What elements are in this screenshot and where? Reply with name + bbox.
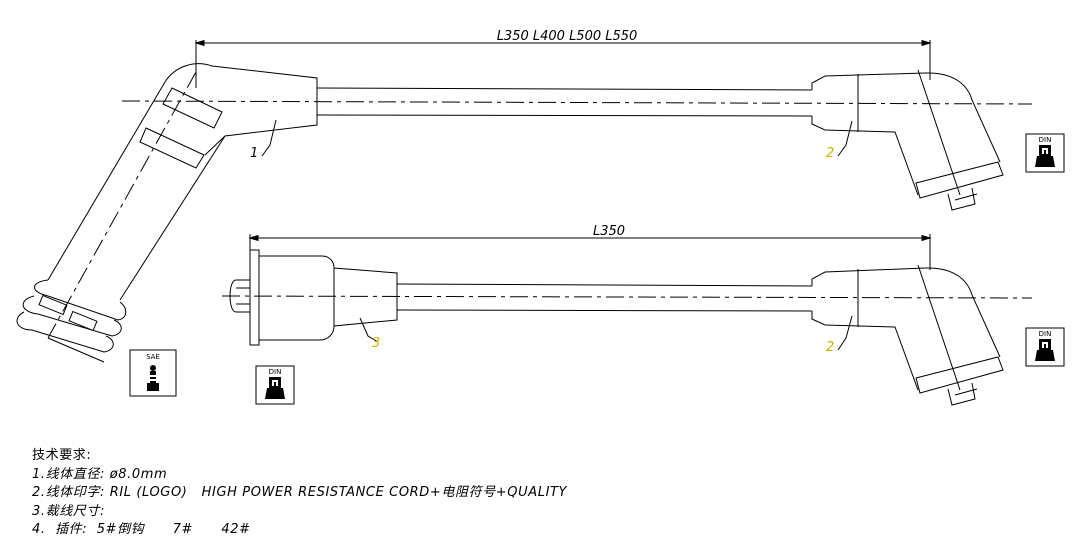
callout-leader-1 [261, 119, 277, 157]
note-line-2: 2.线体印字: RIL (LOGO) HIGH POWER RESISTANCE… [32, 485, 568, 500]
notes-title: 技术要求: [32, 448, 92, 463]
top-left-boot-outline [119, 63, 318, 301]
top-right-din-terminal-detail [954, 193, 978, 201]
bottom-dim-arrow-right [921, 234, 932, 242]
sae-badge: SAE [129, 349, 177, 397]
callout-leader-2-top [837, 120, 853, 157]
bottom-centerline [221, 295, 1033, 299]
callout-2-bottom: 2 [826, 340, 834, 355]
note-line-4: 4. 插件: 5#倒钩 7# 42# [32, 522, 251, 537]
din-badge-bottom-right: DIN [1025, 327, 1065, 367]
bottom-right-din-terminal [947, 382, 976, 406]
callout-1: 1 [250, 146, 258, 161]
sae-ring-1 [34, 279, 127, 321]
bottom-right-din-terminal-detail [954, 388, 978, 396]
sae-ring-2 [22, 295, 122, 337]
callout-leader-2-bottom [837, 315, 853, 351]
top-left-boot-band-1 [162, 87, 223, 129]
top-length-dimension: L350 L400 L500 L550 [497, 29, 638, 44]
top-centerline [121, 100, 1033, 105]
callout-3: 3 [372, 336, 380, 351]
top-dim-arrow-right [921, 39, 932, 47]
din-badge-bottom-left: DIN [255, 365, 295, 405]
din-badge-label: DIN [269, 368, 282, 376]
sae-ring-3 [16, 311, 114, 353]
top-right-boot-lower [811, 116, 919, 196]
top-right-boot-outline [811, 72, 1001, 163]
bottom-left-boot-outline [259, 255, 398, 341]
top-dim-arrow-left [194, 39, 205, 47]
top-right-din-collar [915, 161, 1004, 199]
din-badge-top-right: DIN [1025, 133, 1065, 173]
din-badge-label: DIN [1039, 330, 1052, 338]
bottom-right-boot-lower [811, 311, 919, 391]
bottom-left-flange [249, 249, 260, 346]
sae-ring-base [47, 337, 105, 363]
top-cable-assembly [16, 39, 1033, 363]
bottom-cable-edge-lower [396, 309, 813, 312]
bottom-right-din-collar [915, 356, 1004, 394]
sae-badge-label: SAE [146, 353, 160, 361]
top-cable-edge-upper [316, 87, 813, 91]
top-left-boot-band-2 [139, 127, 205, 169]
note-line-3: 3.裁线尺寸: [32, 503, 105, 519]
top-left-boot-edge [47, 81, 166, 281]
din-badge-label: DIN [1039, 136, 1052, 144]
bottom-dim-arrow-left [248, 234, 259, 242]
top-left-boot-inner [204, 135, 226, 156]
callout-leader-3 [359, 317, 379, 343]
bottom-cable-edge-upper [396, 283, 813, 287]
top-left-boot-centerline [47, 71, 197, 339]
bottom-cable-assembly [221, 234, 1033, 406]
top-right-boot-axis [917, 69, 961, 196]
bottom-left-terminal [229, 279, 250, 313]
sae-plug-icon [147, 365, 159, 391]
top-right-din-terminal [947, 187, 976, 211]
bottom-right-boot-axis [917, 264, 961, 391]
callout-2-top: 2 [826, 146, 834, 161]
sae-slot-1 [68, 310, 98, 332]
note-line-1: 1.线体直径: ø8.0mm [32, 466, 168, 482]
technical-requirements: 技术要求: 1.线体直径: ø8.0mm 2.线体印字: RIL (LOGO) … [32, 447, 567, 540]
top-cable-edge-lower [316, 114, 813, 117]
sae-slot-2 [38, 294, 68, 316]
bottom-length-dimension: L350 [593, 224, 625, 239]
bottom-right-boot-outline [811, 267, 1001, 358]
